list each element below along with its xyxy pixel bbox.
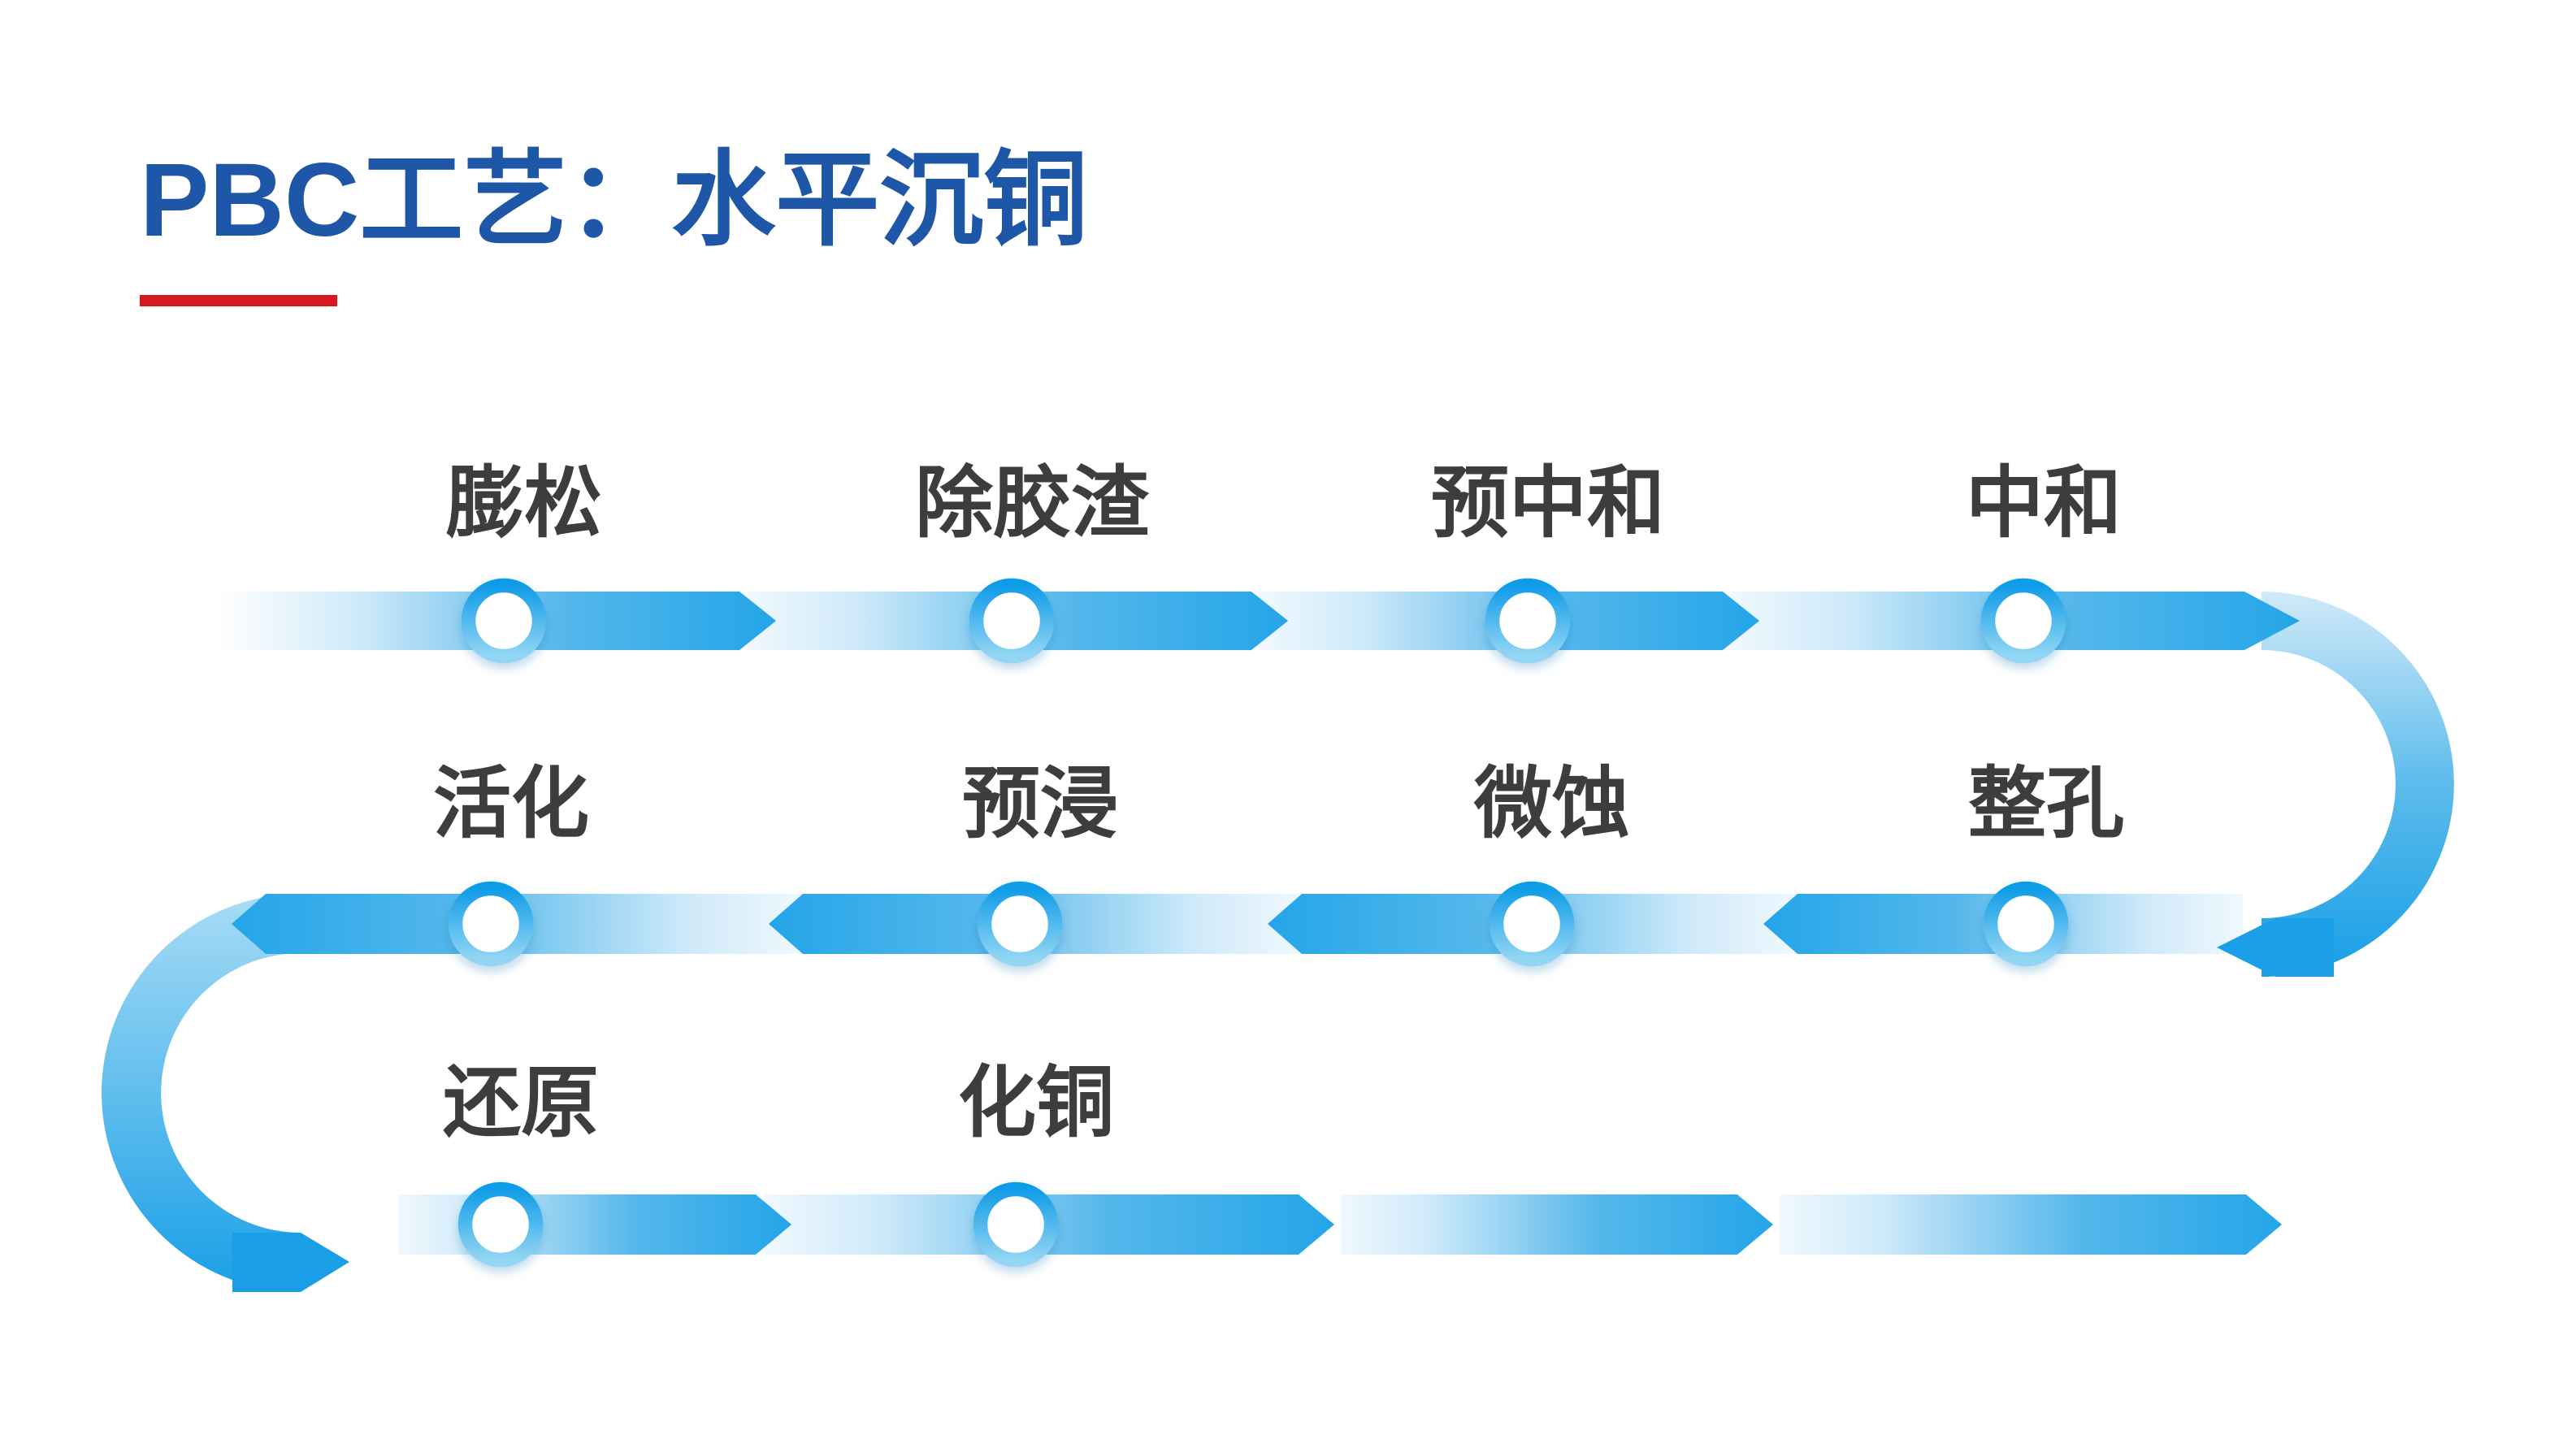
- arrow-head-into-row3: [232, 1233, 349, 1292]
- step-label-yujin: 预浸: [962, 761, 1118, 848]
- step-label-huohua: 活化: [433, 761, 589, 848]
- uturn-left: [102, 894, 301, 1292]
- step-label-huanyuan: 还原: [443, 1060, 599, 1147]
- step-node-yujin: [977, 881, 1063, 967]
- step-label-weishi: 微蚀: [1473, 761, 1630, 848]
- step-label-yuzhonghe: 预中和: [1431, 460, 1665, 547]
- step-node-zhengkong: [1983, 881, 2069, 967]
- step-label-chujiaozha: 除胶渣: [915, 460, 1150, 547]
- step-node-huohua: [448, 881, 534, 967]
- flow-segment-row3-huanyuan: [398, 1194, 791, 1255]
- step-label-pengsong: 膨松: [446, 460, 602, 547]
- step-node-yuzhonghe: [1485, 578, 1571, 664]
- step-node-huatong: [973, 1181, 1059, 1268]
- step-node-pengsong: [461, 578, 547, 664]
- step-label-zhengkong: 整孔: [1968, 761, 2124, 848]
- title-underline: [140, 295, 337, 306]
- step-label-huatong: 化铜: [958, 1060, 1114, 1147]
- step-node-huanyuan: [458, 1181, 544, 1268]
- step-label-zhonghe: 中和: [1966, 460, 2122, 547]
- step-node-chujiaozha: [969, 578, 1055, 664]
- uturn-right: [2262, 592, 2454, 977]
- step-node-zhonghe: [1980, 578, 2066, 664]
- arrow-head-into-row2: [2217, 918, 2334, 977]
- flow-segment-row3-3: [1341, 1194, 1773, 1255]
- step-node-weishi: [1489, 881, 1575, 967]
- page-title: PBC工艺：水平沉铜: [140, 142, 1087, 258]
- flow-segment-row3-4: [1780, 1194, 2282, 1255]
